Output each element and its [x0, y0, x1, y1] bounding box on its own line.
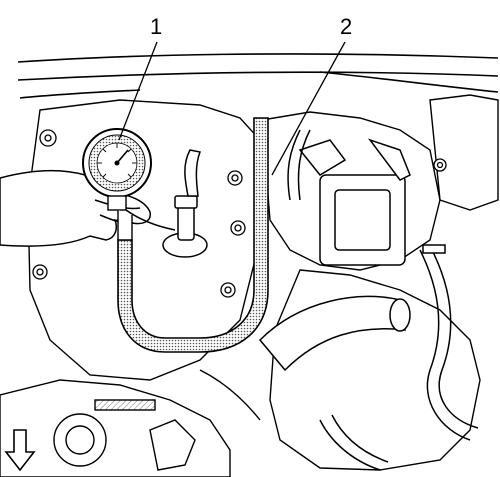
coil-bracket	[298, 138, 411, 266]
down-arrow-icon	[4, 429, 36, 472]
right-hoses	[287, 129, 479, 471]
callout-2-label: 2	[340, 14, 352, 39]
callout-1-label: 1	[150, 14, 162, 39]
air-duct	[258, 295, 411, 372]
spark-plug-adaptor	[162, 149, 208, 258]
lower-left-parts	[53, 369, 261, 471]
tester-hose	[117, 117, 269, 353]
compression-gauge-icon	[82, 128, 176, 241]
hood-outline	[17, 53, 499, 99]
callout-leaders	[118, 41, 346, 176]
